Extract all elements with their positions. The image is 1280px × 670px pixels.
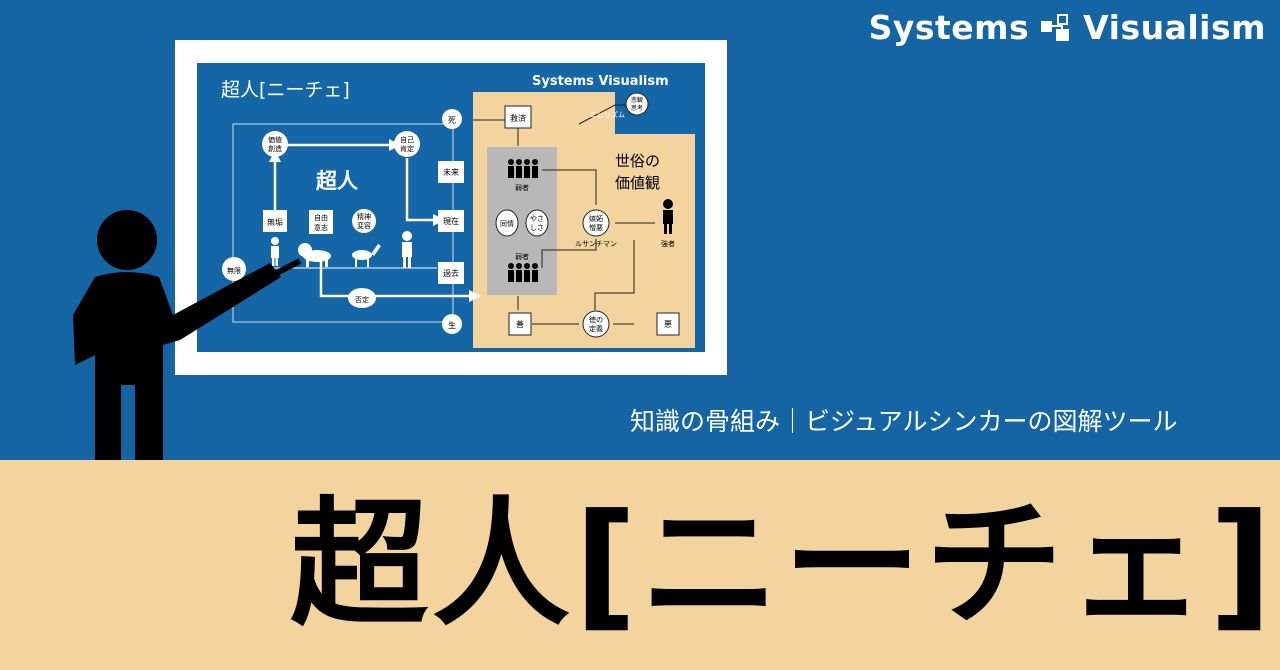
node-self-affirm: 自己 肯定 (394, 131, 420, 157)
node-spirit-change: 精神 変容 (352, 209, 376, 233)
diagram-board: 超人[ニーチェ] Systems Visualism (175, 40, 727, 375)
svg-text:肯定: 肯定 (400, 144, 414, 153)
brand-visualism: Visualism (1083, 8, 1266, 47)
svg-text:精神: 精神 (357, 212, 371, 221)
worldly-label-2: 価値観 (615, 174, 660, 192)
weak-bottom-label: 弱者 (515, 253, 529, 261)
svg-text:自由: 自由 (314, 213, 328, 222)
node-salvation: 救済 (504, 105, 532, 129)
man-figure-icon (402, 231, 412, 268)
ressentiment-label: ルサンチマン (575, 240, 617, 248)
brand-systems: Systems (868, 8, 1030, 47)
flow-lines (273, 143, 475, 298)
node-morality: 徳の 定義 (582, 310, 610, 338)
svg-text:善: 善 (516, 319, 524, 329)
page-title: 超人[ニーチェ] (290, 484, 1277, 645)
strong-label: 強者 (661, 240, 675, 248)
node-past: 過去 (438, 262, 464, 284)
node-envy: 嫉妬 憎悪 (582, 209, 610, 237)
diagram-brand: Systems Visualism (532, 74, 669, 89)
node-present: 現在 (438, 210, 464, 232)
subtitle: 知識の骨組み｜ビジュアルシンカーの図解ツール (630, 407, 1178, 436)
svg-text:創造: 創造 (268, 144, 282, 153)
node-pessimism: 悲観 思考 (625, 92, 649, 116)
svg-text:無限: 無限 (227, 266, 241, 275)
node-value-create: 価値 創造 (262, 131, 288, 157)
svg-text:定義: 定義 (589, 324, 603, 333)
diagram-title: 超人[ニーチェ] (221, 79, 350, 101)
nihilism-label: ニヒリズム (590, 110, 625, 119)
svg-text:現在: 現在 (443, 216, 459, 226)
svg-text:思考: 思考 (631, 104, 643, 112)
svg-text:嫉妬: 嫉妬 (589, 214, 603, 223)
strong-figure-icon (663, 199, 673, 234)
node-sympathy: 同情 (495, 209, 519, 237)
svg-text:過去: 過去 (443, 268, 459, 278)
svg-text:徳の: 徳の (589, 315, 603, 324)
child-figure-icon (271, 237, 279, 266)
weak-group-bottom-icon (508, 263, 538, 282)
node-kindness: やさ しさ (525, 209, 549, 237)
weak-group-top-icon (508, 159, 538, 178)
svg-text:悪: 悪 (664, 320, 672, 329)
node-evil: 悪 (656, 312, 680, 336)
node-eternal: 無限 (222, 257, 246, 281)
node-death: 死 (442, 109, 462, 129)
svg-text:否定: 否定 (355, 295, 369, 304)
lion-icon (298, 243, 331, 267)
title-band (0, 460, 1280, 670)
node-innocence: 無垢 (263, 210, 287, 232)
svg-text:無垢: 無垢 (267, 217, 283, 227)
systems-logo-icon (1041, 13, 1070, 41)
svg-text:救済: 救済 (510, 113, 526, 123)
overman-label: 超人 (316, 169, 358, 193)
svg-text:自己: 自己 (400, 135, 414, 144)
svg-text:死: 死 (448, 116, 456, 125)
weak-top-label: 弱者 (515, 184, 529, 192)
node-negation: 否定 (348, 288, 376, 308)
worldly-label-1: 世俗の (615, 152, 660, 170)
camel-icon (352, 244, 381, 267)
brand-logo: Systems Visualism (869, 8, 1266, 47)
node-free-will: 自由 意志 (309, 210, 333, 234)
svg-text:同情: 同情 (500, 219, 514, 228)
svg-text:未来: 未来 (443, 167, 459, 177)
presenter-silhouette-icon (73, 210, 302, 460)
svg-text:生: 生 (448, 320, 456, 330)
node-future: 未来 (438, 161, 464, 183)
svg-text:しさ: しさ (530, 224, 544, 232)
svg-text:意志: 意志 (314, 223, 328, 232)
svg-text:悲観: 悲観 (631, 96, 643, 104)
node-life: 生 (442, 314, 462, 334)
svg-text:価値: 価値 (268, 135, 282, 144)
svg-text:やさ: やさ (530, 215, 544, 223)
svg-text:変容: 変容 (357, 221, 371, 230)
node-good: 善 (508, 312, 532, 336)
svg-text:憎悪: 憎悪 (589, 223, 603, 232)
